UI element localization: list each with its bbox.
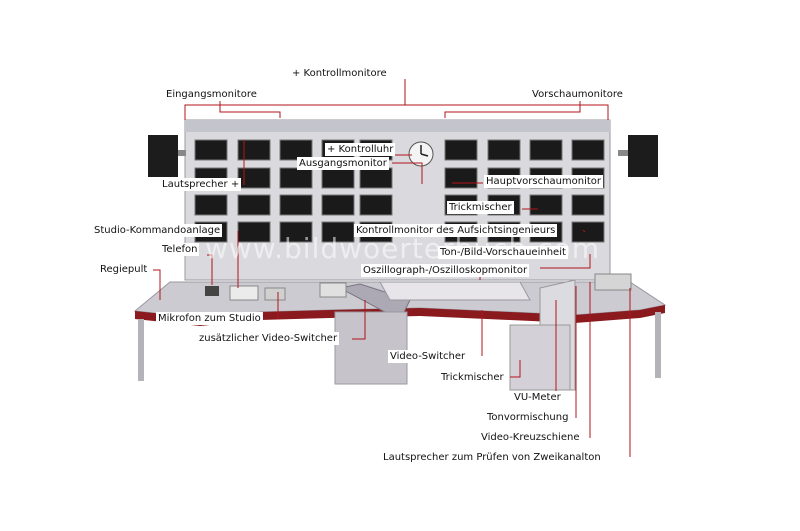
monitor-screen <box>571 139 605 161</box>
label-lautsprecher: Lautsprecher + <box>160 178 242 191</box>
label-vu-meter: VU-Meter <box>512 391 563 404</box>
label-mikrofon: Mikrofon zum Studio <box>156 312 263 325</box>
label-zusaetzlicher: zusätzlicher Video-Switcher <box>197 332 340 345</box>
label-ton-bild: Ton-/Bild-Vorschaueinheit <box>438 246 568 259</box>
monitor-screen <box>321 167 355 189</box>
monitor-screen <box>571 194 605 216</box>
label-eingangsmonitore: Eingangsmonitore <box>164 88 259 101</box>
monitor-screen <box>237 167 271 189</box>
monitor-wall <box>184 119 611 281</box>
monitor-screen <box>444 167 478 189</box>
monitor-screen <box>279 221 313 243</box>
monitor-screen <box>571 221 605 243</box>
monitor-screen <box>444 139 478 161</box>
monitor-screen <box>279 139 313 161</box>
monitor-screen <box>194 194 228 216</box>
label-hauptvorschaumonitor: Hauptvorschaumonitor <box>484 175 604 188</box>
label-kontrollmonitore: + Kontrollmonitore <box>290 67 389 80</box>
monitor-screen <box>359 194 393 216</box>
label-vorschaumonitore: Vorschaumonitore <box>530 88 625 101</box>
label-ausgangsmonitor: Ausgangsmonitor <box>297 157 389 170</box>
monitor-screen <box>279 194 313 216</box>
label-trickmischer-top: Trickmischer <box>447 201 514 214</box>
label-kontrollmonitor-aufsicht: Kontrollmonitor des Aufsichtsingenieurs <box>354 224 558 237</box>
monitor-screen <box>529 194 563 216</box>
leader-lines <box>153 79 631 457</box>
speaker-right <box>628 135 658 177</box>
label-video-kreuzschiene: Video-Kreuzschiene <box>479 431 582 444</box>
monitor-screen <box>529 139 563 161</box>
label-tonvormischung: Tonvormischung <box>485 411 571 424</box>
control-desk <box>133 273 667 391</box>
monitor-screen <box>321 194 355 216</box>
label-kontrolluhr: + Kontrolluhr <box>325 143 396 156</box>
speaker-left <box>148 135 178 177</box>
monitor-screen <box>237 194 271 216</box>
monitor-screen <box>279 167 313 189</box>
label-lautsprecher-pruefen: Lautsprecher zum Prüfen von Zweikanalton <box>381 451 603 464</box>
monitor-screen <box>359 167 393 189</box>
label-telefon: Telefon <box>160 243 200 256</box>
monitor-screen <box>237 139 271 161</box>
label-video-switcher: Video-Switcher <box>388 350 468 363</box>
label-trickmischer-bottom: Trickmischer <box>439 371 506 384</box>
label-regiepult: Regiepult <box>98 263 150 276</box>
label-studio-kommandoanlage: Studio-Kommandoanlage <box>92 224 223 237</box>
label-oszillograph: Oszillograph-/Oszilloskopmonitor <box>361 264 530 277</box>
monitor-screen <box>487 139 521 161</box>
monitor-screen <box>194 139 228 161</box>
